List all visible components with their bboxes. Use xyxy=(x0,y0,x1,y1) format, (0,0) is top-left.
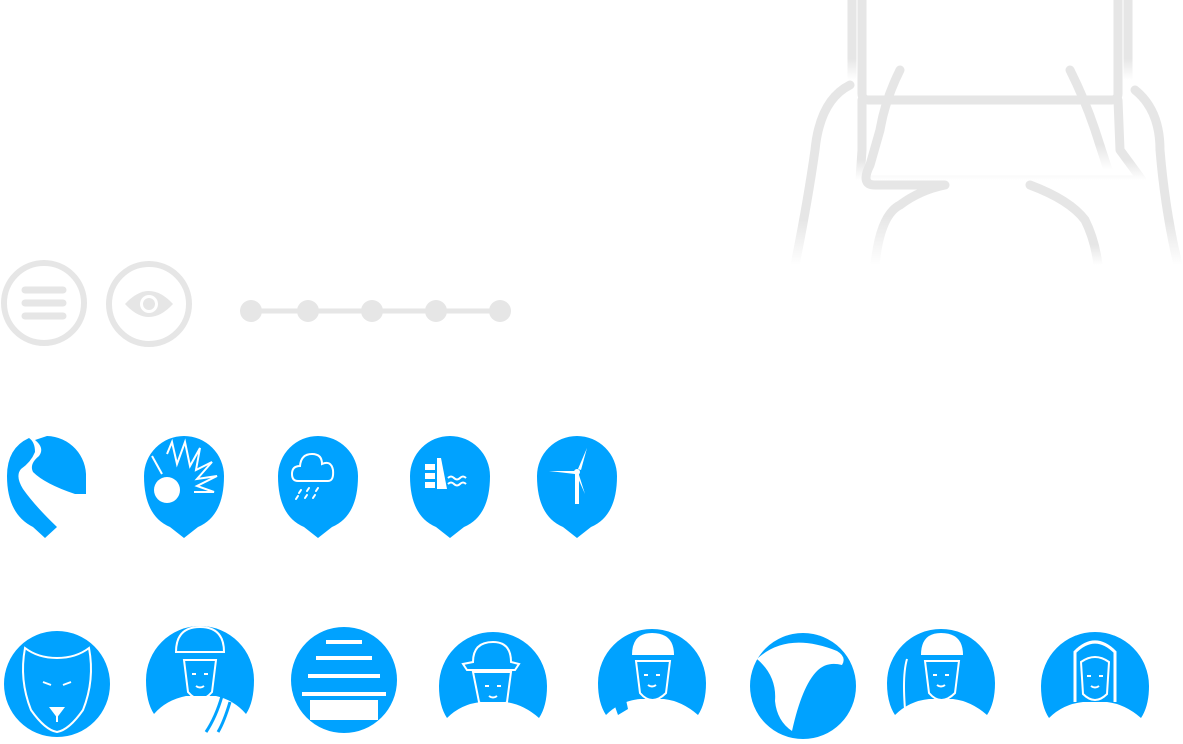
headscarf-fisher-person-icon xyxy=(1041,632,1149,718)
hamburger-menu-icon xyxy=(1,260,87,346)
step-dot-icon[interactable] xyxy=(425,300,447,322)
step-dot-icon[interactable] xyxy=(361,300,383,322)
step-progress xyxy=(240,300,511,322)
farmer-wheat-person-icon xyxy=(887,629,995,730)
map-pin-hydro-dam[interactable] xyxy=(408,434,492,540)
portrait-pagoda[interactable] xyxy=(290,626,398,734)
map-pin-rain[interactable] xyxy=(276,434,360,540)
portrait-farmer[interactable] xyxy=(887,629,997,739)
hands-holding-tablet-icon xyxy=(790,0,1183,270)
step-dot-icon[interactable] xyxy=(297,300,319,322)
worker-cap-person-icon xyxy=(439,632,547,718)
step-dot-icon[interactable] xyxy=(489,300,511,322)
eye-icon xyxy=(106,261,192,347)
portrait-headscarf-fisher[interactable] xyxy=(1041,632,1151,742)
headdress-person-icon xyxy=(146,625,254,733)
portrait-headdress[interactable] xyxy=(146,622,254,734)
dolphin-icon xyxy=(750,633,856,739)
map-pin-demolition[interactable] xyxy=(142,434,226,540)
map-pin-wind[interactable] xyxy=(535,434,619,540)
rain-cloud-icon xyxy=(278,436,358,538)
river-icon xyxy=(7,436,87,538)
portrait-worker[interactable] xyxy=(439,632,549,736)
portrait-dolphin[interactable] xyxy=(747,631,857,741)
step-dot-icon[interactable] xyxy=(240,300,262,322)
menu-button[interactable] xyxy=(0,259,88,347)
view-button[interactable] xyxy=(105,260,193,348)
map-pin-river[interactable] xyxy=(5,434,89,540)
wind-turbine-icon xyxy=(537,436,617,538)
hydro-dam-icon xyxy=(410,436,490,538)
portrait-fisher[interactable] xyxy=(598,629,708,739)
wrecking-ball-explosion-icon xyxy=(144,436,224,538)
portrait-cheetah[interactable] xyxy=(3,630,111,738)
fisher-person-icon xyxy=(598,629,706,715)
cheetah-icon xyxy=(4,631,110,737)
pagoda-icon xyxy=(291,627,397,733)
